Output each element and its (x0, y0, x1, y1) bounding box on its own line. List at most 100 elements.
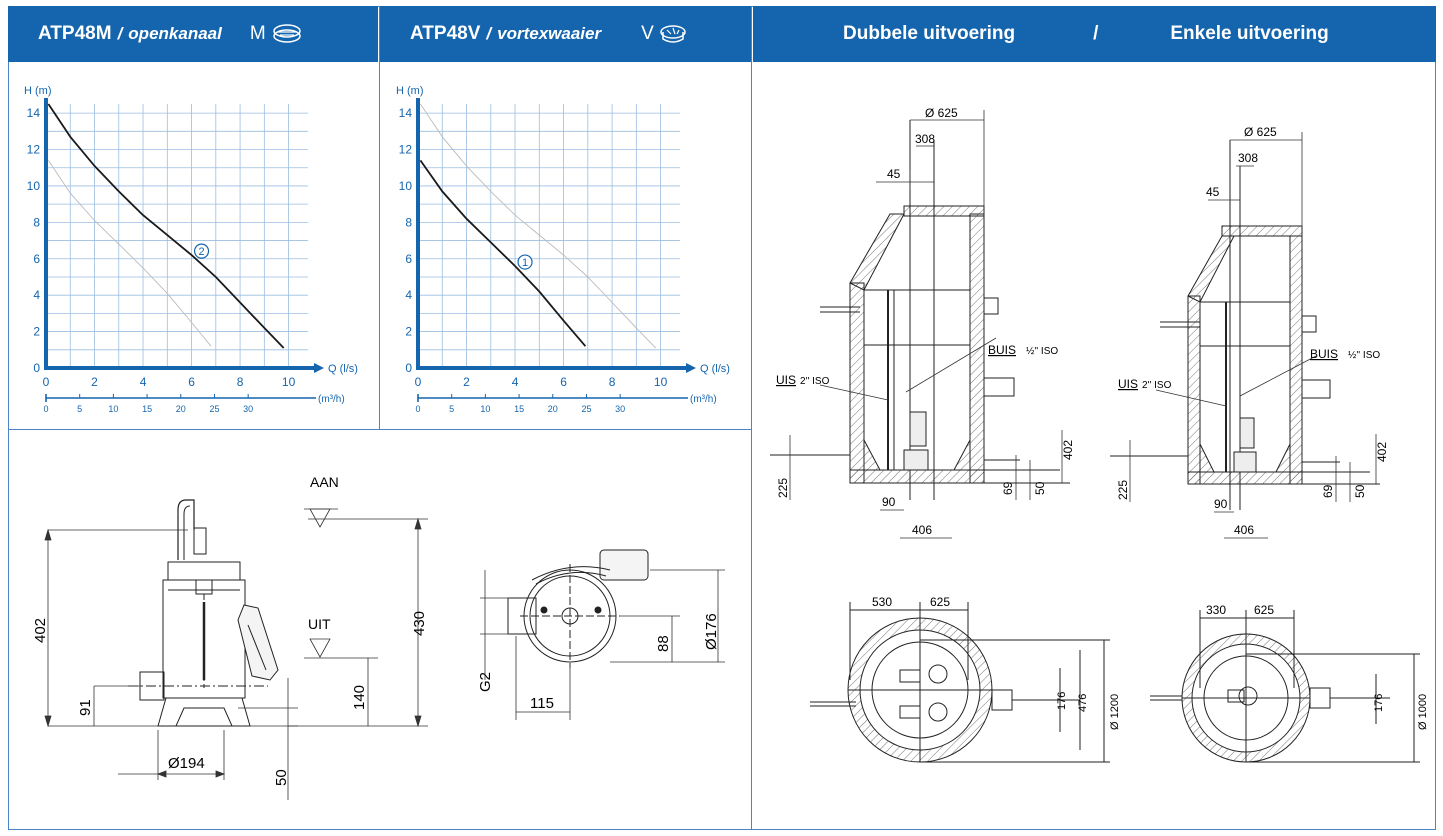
y-tick-label: 6 (405, 252, 412, 266)
x-tick-label: 10 (654, 375, 668, 389)
x2-axis-title: (m³/h) (690, 394, 717, 405)
x2-tick-label: 20 (176, 404, 186, 414)
off-level-label: UIT (308, 616, 331, 632)
dim-width-530: 530 (872, 595, 892, 609)
x-tick-label: 10 (282, 375, 296, 389)
model-name: ATP48M (38, 23, 112, 44)
impeller-vortex-icon (660, 25, 686, 43)
curve-marker-label: 2 (198, 246, 204, 258)
y-tick-label: 2 (33, 325, 40, 339)
divider-main (751, 6, 752, 830)
y-axis-title: H (m) (24, 85, 52, 97)
dim-height-430: 430 (411, 611, 428, 636)
pipe-size-buis: ½'' ISO (1348, 350, 1380, 361)
x-tick-label: 6 (188, 375, 195, 389)
single-pit-plan: 330 625 176 Ø 1000 (1150, 603, 1429, 763)
x2-tick-label: 5 (449, 404, 454, 414)
pipe-label-buis: BUIS (988, 343, 1016, 357)
x-tick-label: 0 (415, 375, 422, 389)
x2-tick-label: 10 (108, 404, 118, 414)
header-installation: Dubbele uitvoering / Enkele uitvoering (753, 6, 1436, 62)
header-atp48v: ATP48V / vortexwaaier V (380, 6, 751, 62)
dim-width-406: 406 (1234, 523, 1254, 537)
dim-height-50: 50 (1033, 481, 1047, 495)
x-axis-title: Q (l/s) (328, 363, 358, 375)
model-letter: V (641, 23, 654, 44)
model-name: ATP48V (410, 23, 481, 44)
x2-tick-label: 0 (415, 404, 420, 414)
y-tick-label: 14 (27, 106, 41, 120)
x-axis-title: Q (l/s) (700, 363, 730, 375)
dim-height-88: 88 (655, 635, 672, 652)
y-tick-label: 8 (33, 215, 40, 229)
dim-height-476: 476 (1077, 694, 1089, 712)
chart-atp48m: 0 2 4 6 8 10 12 14 0 2 4 6 8 10 0 5 10 15 20 25 30 H (m) Q (l/… (24, 85, 358, 414)
x2-tick-label: 10 (480, 404, 490, 414)
x2-tick-label: 25 (209, 404, 219, 414)
x-tick-label: 8 (237, 375, 244, 389)
y-tick-label: 12 (27, 143, 41, 157)
x2-tick-label: 15 (142, 404, 152, 414)
on-level-label: AAN (310, 474, 339, 490)
version-separator: / (1093, 23, 1099, 44)
dim-diameter-1200: Ø 1200 (1109, 694, 1121, 730)
x2-axis-title: (m³/h) (318, 394, 345, 405)
x-axis-arrow (686, 363, 696, 373)
dim-width-45: 45 (887, 167, 901, 181)
x-tick-label: 8 (609, 375, 616, 389)
pipe-size-buis: ½'' ISO (1026, 346, 1058, 357)
dim-height-50: 50 (1353, 484, 1367, 498)
header-atp48m: ATP48M / openkanaal M (8, 6, 378, 62)
pump-side-view: AAN UIT 402 430 91 140 50 Ø194 (32, 474, 428, 800)
dim-width-308: 308 (915, 132, 935, 146)
curve-bold (419, 159, 587, 347)
y-tick-label: 6 (33, 252, 40, 266)
impeller-open-icon (272, 24, 301, 43)
curve-marker-circle (517, 254, 533, 270)
dim-diameter-176: Ø176 (703, 613, 720, 650)
x-tick-label: 2 (91, 375, 98, 389)
dim-width-90: 90 (1214, 497, 1228, 511)
y-tick-label: 12 (399, 143, 413, 157)
single-pit-section: Ø 625 308 45 BUIS ½'' ISO UIS 2'' ISO 22… (1110, 125, 1389, 539)
single-version-label: Enkele uitvoering (1170, 23, 1329, 44)
x-tick-label: 0 (43, 375, 50, 389)
y-tick-label: 4 (33, 288, 40, 302)
dim-height-225: 225 (776, 478, 790, 498)
pipe-size-uis: 2'' ISO (1142, 380, 1172, 391)
model-separator: / (117, 24, 123, 43)
dim-diameter-625: Ø 625 (925, 106, 958, 120)
dim-width-45: 45 (1206, 185, 1220, 199)
dim-diameter-1000: Ø 1000 (1417, 694, 1429, 730)
x-tick-label: 2 (463, 375, 470, 389)
x2-tick-label: 0 (43, 404, 48, 414)
y-tick-label: 8 (405, 215, 412, 229)
y-tick-label: 0 (33, 361, 40, 375)
y-tick-label: 10 (27, 179, 41, 193)
y-tick-label: 10 (399, 179, 413, 193)
x2-tick-label: 30 (243, 404, 253, 414)
dim-width-90: 90 (882, 495, 896, 509)
dim-diameter-625: Ø 625 (1244, 125, 1277, 139)
x-tick-label: 4 (140, 375, 147, 389)
dim-height-140: 140 (351, 685, 368, 710)
dim-height-402: 402 (1061, 440, 1075, 460)
curve-marker-circle (193, 243, 210, 259)
curve-thin (48, 160, 212, 347)
double-pit-plan: 530 625 176 476 Ø 1200 (810, 595, 1121, 763)
curve-thin (420, 103, 657, 349)
pipe-label-uis: UIS (776, 373, 796, 387)
x2-tick-label: 5 (77, 404, 82, 414)
x2-tick-label: 20 (548, 404, 558, 414)
dim-height-50: 50 (273, 769, 290, 786)
double-version-label: Dubbele uitvoering (843, 23, 1016, 44)
model-type: vortexwaaier (497, 24, 602, 43)
double-pit-section: Ø 625 308 45 BUIS ½'' ISO UIS 2'' ISO 22… (770, 106, 1075, 539)
pipe-label-buis: BUIS (1310, 347, 1338, 361)
y-tick-label: 2 (405, 325, 412, 339)
y-tick-label: 14 (399, 106, 413, 120)
x-axis-arrow (314, 363, 324, 373)
dim-width-406: 406 (912, 523, 932, 537)
dim-width-625: 625 (930, 595, 950, 609)
